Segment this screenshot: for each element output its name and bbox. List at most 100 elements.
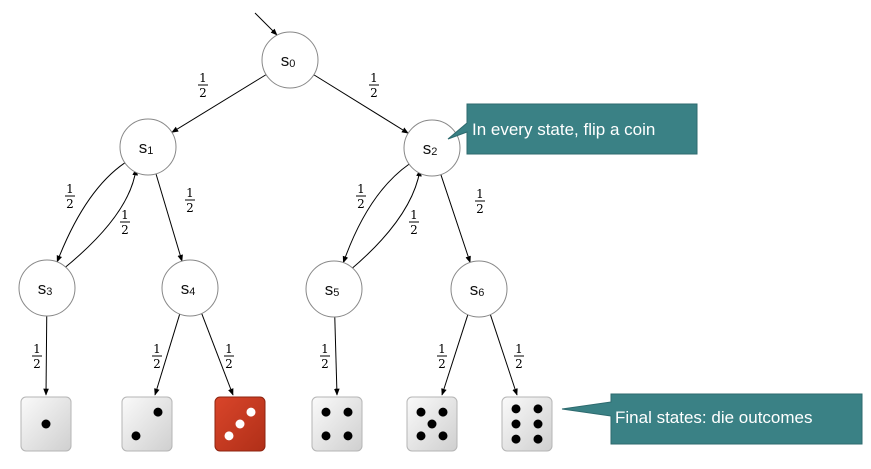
prob-denominator: 2 xyxy=(199,86,207,100)
prob-numerator: 1 xyxy=(186,186,194,200)
dice-callout-label: Final states: die outcomes xyxy=(615,408,813,427)
prob-denominator: 2 xyxy=(153,357,161,371)
state-node-s0: s0 xyxy=(261,31,319,89)
prob-label-s3-s1: 12 xyxy=(120,208,130,237)
edge-s5-die4 xyxy=(334,316,340,396)
state-node-s3: s3 xyxy=(18,259,76,317)
prob-denominator: 2 xyxy=(476,202,484,216)
state-circle xyxy=(119,118,177,176)
die-pip xyxy=(511,404,521,414)
die-pip xyxy=(235,419,245,429)
state-subscript: 1 xyxy=(147,145,153,157)
die-body xyxy=(501,396,553,452)
edge-s3-die1 xyxy=(43,315,49,396)
die-pip xyxy=(153,407,163,417)
prob-denominator: 2 xyxy=(515,357,523,371)
edge-s3-s1 xyxy=(61,168,138,271)
die-face-1 xyxy=(20,396,72,452)
state-node-s4: s4 xyxy=(161,259,219,317)
prob-numerator: 1 xyxy=(410,208,418,222)
prob-denominator: 2 xyxy=(186,201,194,215)
die-pip xyxy=(511,419,521,429)
edge-s5-s2 xyxy=(348,169,422,272)
die-pip xyxy=(416,431,426,441)
die-pip xyxy=(343,431,353,441)
prob-denominator: 2 xyxy=(438,357,446,371)
prob-label-s4-die2: 12 xyxy=(152,342,162,371)
die-body xyxy=(121,396,173,452)
die-pip xyxy=(533,419,543,429)
prob-numerator: 1 xyxy=(33,342,41,356)
prob-denominator: 2 xyxy=(66,197,74,211)
die-face-5 xyxy=(406,396,458,452)
edge-s0-s2 xyxy=(313,74,409,134)
prob-label-s3-die1: 12 xyxy=(32,342,42,371)
initial-arrow xyxy=(254,12,278,36)
edge-s1-s4 xyxy=(155,173,183,262)
die-body xyxy=(311,396,363,452)
state-subscript: 0 xyxy=(289,58,295,70)
die-pip xyxy=(343,407,353,417)
die-face-3 xyxy=(214,396,266,452)
die-pip xyxy=(427,419,437,429)
prob-label-s1-s4: 12 xyxy=(185,186,195,215)
state-node-s2: s2 xyxy=(403,119,461,177)
state-circle xyxy=(450,260,508,318)
die-pip xyxy=(321,407,331,417)
die-pip xyxy=(533,434,543,444)
die-pip xyxy=(41,419,51,429)
edge-s2-s5 xyxy=(342,163,410,264)
state-circle xyxy=(161,259,219,317)
die-pip xyxy=(438,407,448,417)
state-subscript: 3 xyxy=(46,286,52,298)
prob-denominator: 2 xyxy=(370,86,378,100)
die-face-2 xyxy=(121,396,173,452)
die-face-6 xyxy=(501,396,553,452)
state-circle xyxy=(18,259,76,317)
edge-s4-die2 xyxy=(154,313,181,396)
prob-label-s0-s2: 12 xyxy=(369,71,379,100)
state-circle xyxy=(305,260,363,318)
coin-callout xyxy=(447,103,698,155)
die-pip xyxy=(321,431,331,441)
die-pip xyxy=(533,404,543,414)
state-subscript: 6 xyxy=(478,287,484,299)
prob-numerator: 1 xyxy=(66,182,74,196)
prob-numerator: 1 xyxy=(121,208,129,222)
prob-label-s1-s3: 12 xyxy=(65,182,75,211)
prob-denominator: 2 xyxy=(410,223,418,237)
state-subscript: 4 xyxy=(189,286,195,298)
prob-denominator: 2 xyxy=(357,197,365,211)
state-node-s6: s6 xyxy=(450,260,508,318)
die-pip xyxy=(511,434,521,444)
prob-numerator: 1 xyxy=(153,342,161,356)
prob-label-s5-s2: 12 xyxy=(409,208,419,237)
prob-numerator: 1 xyxy=(321,342,329,356)
state-subscript: 5 xyxy=(333,287,339,299)
dice-callout xyxy=(561,393,863,445)
prob-denominator: 2 xyxy=(321,357,329,371)
state-subscript: 2 xyxy=(431,146,437,158)
edge-s0-s1 xyxy=(171,74,267,133)
edge-s4-die3 xyxy=(201,313,234,396)
prob-label-s5-die4: 12 xyxy=(320,342,330,371)
coin-callout-label: In every state, flip a coin xyxy=(472,120,656,139)
prob-label-s4-die3: 12 xyxy=(224,342,234,371)
prob-denominator: 2 xyxy=(33,357,41,371)
die-pip xyxy=(416,407,426,417)
prob-numerator: 1 xyxy=(357,182,365,196)
edge-s6-die6 xyxy=(489,314,518,396)
prob-denominator: 2 xyxy=(225,357,233,371)
prob-numerator: 1 xyxy=(199,71,207,85)
die-face-4 xyxy=(311,396,363,452)
prob-label-s6-die5: 12 xyxy=(437,342,447,371)
prob-label-s2-s6: 12 xyxy=(475,187,485,216)
prob-label-s0-s1: 12 xyxy=(198,71,208,100)
die-pip xyxy=(224,431,234,441)
state-circle xyxy=(261,31,319,89)
die-pip xyxy=(131,431,141,441)
edge-s1-s3 xyxy=(56,162,126,263)
prob-numerator: 1 xyxy=(515,342,523,356)
prob-numerator: 1 xyxy=(438,342,446,356)
